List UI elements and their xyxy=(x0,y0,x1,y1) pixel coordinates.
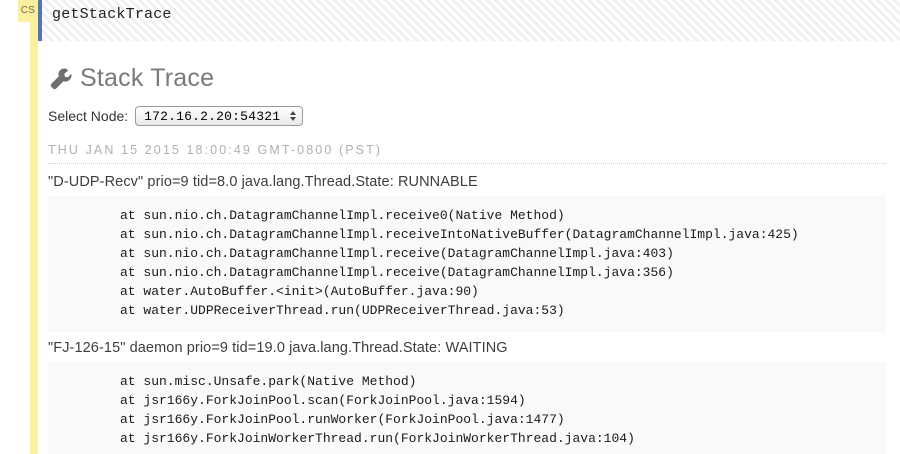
stack-trace-block: at sun.nio.ch.DatagramChannelImpl.receiv… xyxy=(48,196,886,332)
stack-trace-line: at sun.misc.Unsafe.park(Native Method) xyxy=(120,374,417,389)
page-title: Stack Trace xyxy=(80,64,215,92)
stack-trace-timestamp: THU JAN 15 2015 18:00:49 GMT-0800 (PST) xyxy=(48,143,886,164)
stack-trace-line: at sun.nio.ch.DatagramChannelImpl.receiv… xyxy=(120,208,565,223)
thread-header: "D-UDP-Recv" prio=9 tid=8.0 java.lang.Th… xyxy=(48,174,478,190)
select-node-value: 172.16.2.20:54321 xyxy=(144,108,281,124)
stack-trace-line: at sun.nio.ch.DatagramChannelImpl.receiv… xyxy=(120,227,799,242)
stack-trace-line: at water.UDPReceiverThread.run(UDPReceiv… xyxy=(120,303,565,318)
chevron-updown-icon xyxy=(290,111,297,121)
stack-trace-line: at sun.nio.ch.DatagramChannelImpl.receiv… xyxy=(120,265,674,280)
select-node-label: Select Node: xyxy=(48,108,129,124)
stack-trace-block: at sun.misc.Unsafe.park(Native Method) at… xyxy=(48,362,886,454)
stack-trace-line: at jsr166y.ForkJoinPool.runWorker(ForkJo… xyxy=(120,412,565,427)
select-node-dropdown[interactable]: 172.16.2.20:54321 xyxy=(135,106,304,126)
page-title-row: Stack Trace xyxy=(48,64,214,93)
stack-trace-line: at jsr166y.ForkJoinWorkerThread.run(Fork… xyxy=(120,431,635,446)
stack-trace-line: at jsr166y.ForkJoinPool.scan(ForkJoinPoo… xyxy=(120,393,526,408)
wrench-icon xyxy=(48,66,74,92)
thread-list: "D-UDP-Recv" prio=9 tid=8.0 java.lang.Th… xyxy=(38,166,900,454)
left-yellow-rail xyxy=(30,0,38,454)
page-body: Stack Trace Select Node: 172.16.2.20:543… xyxy=(38,41,900,454)
thread-header: "FJ-126-15" daemon prio=9 tid=19.0 java.… xyxy=(48,340,508,356)
cs-badge: CS xyxy=(18,0,38,22)
header-title: getStackTrace xyxy=(52,6,172,23)
header-accent-bar xyxy=(38,0,42,41)
window-header-bar xyxy=(38,0,900,41)
stack-trace-line: at sun.nio.ch.DatagramChannelImpl.receiv… xyxy=(120,246,674,261)
select-node-row: Select Node: 172.16.2.20:54321 xyxy=(48,106,304,126)
stack-trace-line: at water.AutoBuffer.<init>(AutoBuffer.ja… xyxy=(120,284,479,299)
